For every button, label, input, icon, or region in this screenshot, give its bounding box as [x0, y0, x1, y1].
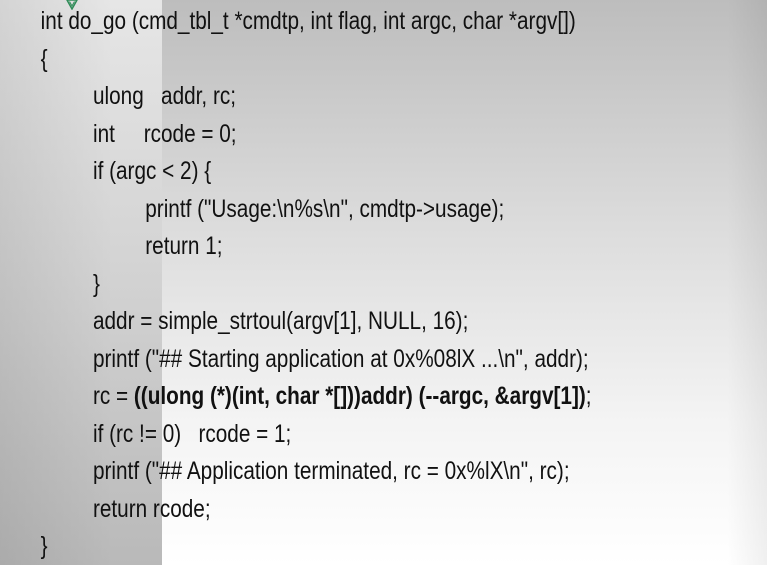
code-line: {	[40, 45, 48, 73]
code-line: ulong addr, rc;	[92, 82, 236, 110]
green-marker-icon	[66, 0, 78, 10]
code-line: printf ("## Application terminated, rc =…	[92, 457, 570, 485]
code-line: printf ("Usage:\n%s\n", cmdtp->usage);	[145, 195, 505, 223]
code-line: printf ("## Starting application at 0x%0…	[92, 345, 589, 373]
code-bold-cast: ((ulong (*)(int, char *[]))addr) (--argc…	[133, 382, 586, 410]
code-prefix: rc =	[92, 382, 134, 410]
right-shade	[727, 0, 767, 565]
left-background-panel	[0, 0, 162, 565]
code-line: if (rc != 0) rcode = 1;	[92, 420, 292, 448]
code-line: return 1;	[145, 232, 223, 260]
code-line: addr = simple_strtoul(argv[1], NULL, 16)…	[92, 307, 469, 335]
code-line: return rcode;	[92, 495, 211, 523]
code-line: }	[92, 270, 100, 298]
code-suffix: ;	[585, 382, 592, 410]
code-line: }	[40, 532, 48, 560]
code-line: int rcode = 0;	[92, 120, 237, 148]
code-line: int do_go (cmd_tbl_t *cmdtp, int flag, i…	[40, 7, 576, 35]
code-line: if (argc < 2) {	[92, 157, 212, 185]
code-line-function-call: rc = ((ulong (*)(int, char *[]))addr) (-…	[93, 381, 592, 411]
